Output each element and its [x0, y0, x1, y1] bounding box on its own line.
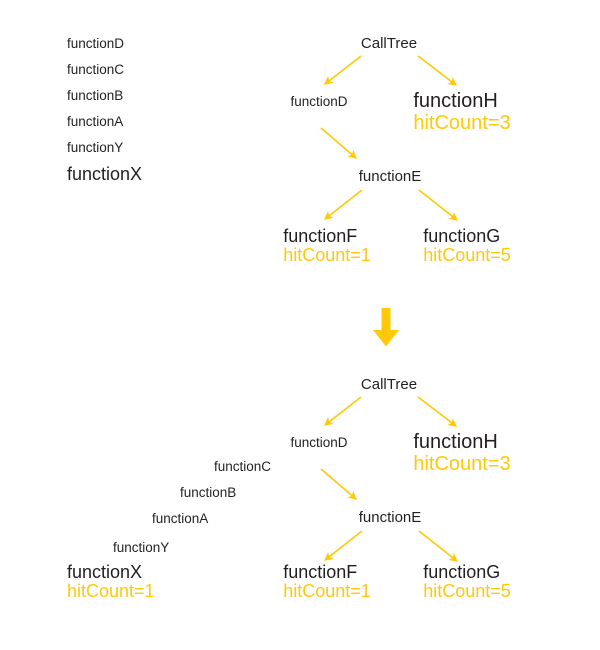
- stack-item-functiond-top: functionD: [67, 36, 125, 51]
- edge-top-e-to-f: [323, 189, 363, 220]
- tree-node-functionf-bottom: functionF hitCount=1: [283, 562, 371, 602]
- edge-bottom-e-to-g: [418, 530, 459, 562]
- node-label: functionD: [290, 94, 348, 109]
- edge-bottom-root-to-d: [323, 396, 362, 426]
- node-hitcount: hitCount=3: [413, 111, 511, 134]
- edge-top-d-to-e: [320, 127, 358, 159]
- node-hitcount: hitCount=1: [283, 245, 371, 266]
- tree-node-functione-bottom: functionE: [358, 509, 422, 526]
- node-label: functionF: [283, 562, 358, 582]
- stack-item-functiony-bottom: functionY: [113, 540, 170, 555]
- node-label: functionH: [413, 90, 498, 112]
- tree-node-functionf-top: functionF hitCount=1: [283, 226, 371, 266]
- tree-node-functiond-top: functionD: [290, 94, 348, 110]
- tree-node-calltree-bottom: CallTree: [360, 376, 418, 393]
- stack-item-functionx-top: functionX: [67, 164, 143, 184]
- node-hitcount: hitCount=5: [423, 245, 511, 266]
- stack-item-functionc-top: functionC: [67, 62, 125, 77]
- edge-bottom-root-to-h: [417, 396, 458, 427]
- down-arrow-icon: [373, 308, 399, 347]
- edge-bottom-e-to-f: [323, 530, 363, 561]
- tree-node-functionh-bottom: functionH hitCount=3: [413, 431, 511, 475]
- tree-node-functionh-top: functionH hitCount=3: [413, 90, 511, 134]
- stack-item-functionb-top: functionB: [67, 88, 124, 103]
- node-hitcount: hitCount=5: [423, 581, 511, 602]
- stack-item-functionb-bottom: functionB: [180, 485, 237, 500]
- node-label: functionD: [290, 435, 348, 450]
- node-hitcount: hitCount=1: [67, 581, 155, 602]
- node-label: functionF: [283, 226, 358, 246]
- stack-item-functiona-bottom: functionA: [152, 511, 209, 526]
- tree-node-functiong-bottom: functionG hitCount=5: [423, 562, 511, 602]
- node-hitcount: hitCount=1: [283, 581, 371, 602]
- edge-top-root-to-d: [323, 55, 362, 85]
- node-label: functionG: [423, 226, 501, 246]
- stack-item-functionx-bottom: functionX hitCount=1: [67, 562, 155, 602]
- edge-top-e-to-g: [418, 189, 459, 221]
- edge-top-root-to-h: [417, 55, 458, 86]
- node-label: functionH: [413, 431, 498, 453]
- node-label: functionE: [358, 509, 422, 526]
- node-label: functionG: [423, 562, 501, 582]
- stack-item-functiony-top: functionY: [67, 140, 124, 155]
- tree-node-calltree-top: CallTree: [360, 35, 418, 52]
- stack-item-functiona-top: functionA: [67, 114, 124, 129]
- stack-item-functionc-bottom: functionC: [214, 459, 272, 474]
- node-label: CallTree: [360, 376, 418, 393]
- tree-node-functiong-top: functionG hitCount=5: [423, 226, 511, 266]
- edge-bottom-d-to-e: [320, 468, 358, 500]
- tree-node-functione-top: functionE: [358, 168, 422, 185]
- node-label: functionX: [67, 562, 143, 582]
- tree-node-functiond-bottom: functionD: [290, 435, 348, 451]
- node-label: functionE: [358, 168, 422, 185]
- node-label: CallTree: [360, 35, 418, 52]
- node-hitcount: hitCount=3: [413, 452, 511, 475]
